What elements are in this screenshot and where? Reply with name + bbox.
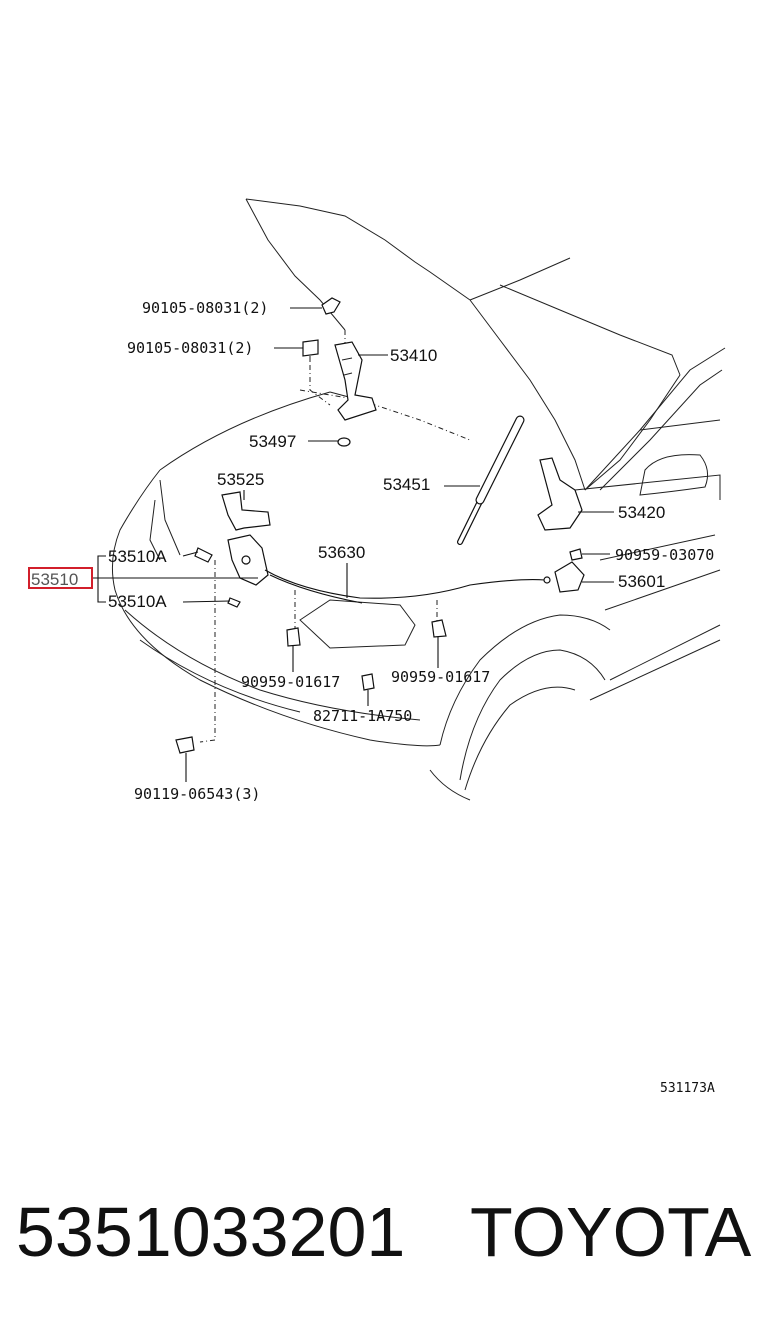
callout-53510a-top: 53510A [108, 547, 167, 566]
callout-53510a-bot: 53510A [108, 592, 167, 611]
figure-code: 531173A [660, 1081, 715, 1096]
callout-labels: 90105-08031(2) 90105-08031(2) 53410 5349… [28, 299, 714, 803]
callout-90959-03070: 90959-03070 [615, 546, 714, 564]
callout-53420: 53420 [618, 503, 665, 522]
hood-lock-53510 [227, 534, 269, 586]
car-body-outline [111, 198, 726, 801]
callout-82711-1a750: 82711-1A750 [313, 707, 412, 725]
clamp-90959-01617-right [431, 619, 447, 638]
callout-53510-highlighted: 53510 [31, 570, 78, 589]
hood-hinge-53410 [334, 341, 377, 421]
callout-90105-08031-a: 90105-08031(2) [142, 299, 268, 317]
callout-90105-08031-b: 90105-08031(2) [127, 339, 253, 357]
clip-90959-03070 [569, 548, 583, 561]
bolt-90105-b [302, 339, 319, 362]
lock-striker-53525 [221, 491, 271, 531]
callout-90119-06543: 90119-06543(3) [134, 785, 260, 803]
callout-53497: 53497 [249, 432, 296, 451]
part-number: 5351033201 [16, 1193, 405, 1271]
cushion-53497 [337, 437, 351, 447]
clamp-82711 [361, 673, 375, 691]
callout-53525: 53525 [217, 470, 264, 489]
callout-53410: 53410 [390, 346, 437, 365]
hood-hinge-53420 [537, 457, 583, 531]
screw-53510a-top [194, 547, 213, 563]
highlighted-part-box [28, 567, 93, 589]
bolt-90119 [175, 736, 195, 754]
screw-53510a-bot [227, 597, 241, 608]
callout-53630: 53630 [318, 543, 365, 562]
brand-name: TOYOTA [470, 1193, 752, 1271]
callout-90959-01617-left: 90959-01617 [241, 673, 340, 691]
leader-lines [92, 307, 614, 782]
clamp-90959-01617-left [286, 627, 301, 647]
hood-support-53451 [457, 415, 525, 545]
callout-53601: 53601 [618, 572, 665, 591]
callout-53451: 53451 [383, 475, 430, 494]
bolt-90105-a [321, 297, 341, 315]
callout-90959-01617-right: 90959-01617 [391, 668, 490, 686]
release-cable-53630 [264, 569, 551, 604]
release-lever-53601 [554, 561, 585, 593]
